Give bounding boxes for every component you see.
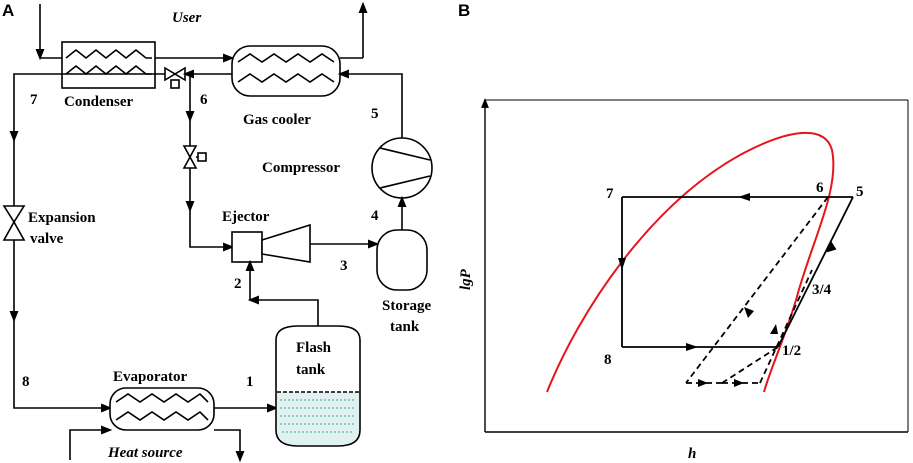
expansion-valve-label-2: valve (30, 231, 64, 247)
user-label: User (172, 10, 201, 26)
ts-point-8: 8 (604, 352, 612, 368)
expansion-valve-bottom (2, 220, 26, 241)
ejector-arrow-up (770, 324, 778, 334)
evaporator-label: Evaporator (113, 369, 188, 385)
gas-cooler-coil-top (237, 53, 335, 63)
state-point-4: 4 (371, 208, 379, 224)
heat-source-in (69, 425, 113, 460)
state-point-5: 5 (371, 106, 379, 122)
ejector-diffuser (261, 223, 311, 263)
flash-tank-label-2: tank (296, 362, 326, 378)
gas-cooler-label: Gas cooler (243, 112, 311, 128)
compressor-label: Compressor (262, 160, 340, 176)
ejector-arrow-bottom-right (734, 379, 744, 387)
y-axis-label: lgP (458, 268, 474, 290)
storage-tank-label-2: tank (390, 319, 420, 335)
state-point-1: 1 (246, 374, 254, 390)
gas-cooler-body (231, 45, 341, 97)
x-axis-label: h (688, 446, 696, 462)
condenser-box (61, 41, 156, 89)
ejector-arrow-down (744, 307, 754, 318)
ejector-mixing-chamber (231, 231, 263, 263)
three-way-valve-actuator (170, 79, 180, 89)
three-way-valve-right (173, 66, 186, 82)
compressor-body (371, 137, 433, 199)
ejector-arrow-bottom-left (698, 379, 708, 387)
ejector-label: Ejector (222, 209, 270, 225)
ts-point-6: 6 (816, 180, 824, 196)
to-evaporator-pipe (13, 320, 113, 413)
compressor-line-top (379, 147, 431, 161)
cycle-arrow-12-5 (826, 240, 837, 253)
flash-tank-liquid-lines (280, 399, 356, 433)
ejector-line-up-12 (721, 346, 779, 384)
panel-a: A User Condenser Gas cooler 7 6 (2, 1, 433, 463)
state-point-6: 6 (200, 92, 208, 108)
branch-to-ejector-pipe (189, 210, 235, 252)
cycle-arrow-5-7 (738, 193, 750, 201)
condenser-label: Condenser (64, 94, 134, 110)
state-point-2: 2 (234, 276, 242, 292)
flash-to-ejector-pipe-upper (247, 295, 319, 326)
condenser-coil-top (65, 48, 152, 60)
condenser-coil-bottom (65, 64, 152, 76)
gas-cooler-coil-bottom (237, 73, 335, 83)
cycle-arrow-7-8 (618, 258, 626, 270)
heat-source-label: Heat source (107, 445, 183, 461)
ts-point-3-4: 3/4 (812, 282, 832, 298)
storage-tank-body (376, 229, 428, 291)
compressor-to-gascooler-pipe (337, 69, 403, 138)
state-point-3: 3 (340, 258, 348, 274)
ejector-valve-bottom (182, 155, 198, 169)
panel-a-label: A (2, 1, 14, 20)
compressor-line-bottom (379, 175, 431, 189)
ejector-line-6-down (685, 196, 829, 384)
cycle-arrow-8-12 (686, 343, 698, 351)
state-point-7: 7 (30, 92, 38, 108)
expansion-valve-top (2, 205, 26, 224)
evaporator-coil-bottom (115, 410, 209, 421)
panel-b-label: B (458, 1, 470, 20)
ejector-valve-top (182, 145, 198, 159)
flash-tank-label-1: Flash (296, 340, 332, 356)
ts-point-5: 5 (856, 184, 864, 200)
ejector-line-up-34 (759, 269, 813, 384)
valve-to-left-pipe (9, 73, 165, 143)
ts-point-1-2: 1/2 (782, 343, 801, 359)
heat-source-out (214, 429, 245, 463)
evaporator-coil-top (115, 392, 209, 403)
cycle-line-12-5 (777, 196, 854, 348)
storage-tank-label-1: Storage (382, 298, 431, 314)
state-point-8: 8 (22, 374, 30, 390)
panel-b: B h lgP 5 6 7 8 1/2 3/4 (458, 1, 909, 462)
expansion-valve-label-1: Expansion (28, 210, 96, 226)
ejector-valve-actuator (197, 152, 207, 162)
ts-point-7: 7 (606, 186, 614, 202)
